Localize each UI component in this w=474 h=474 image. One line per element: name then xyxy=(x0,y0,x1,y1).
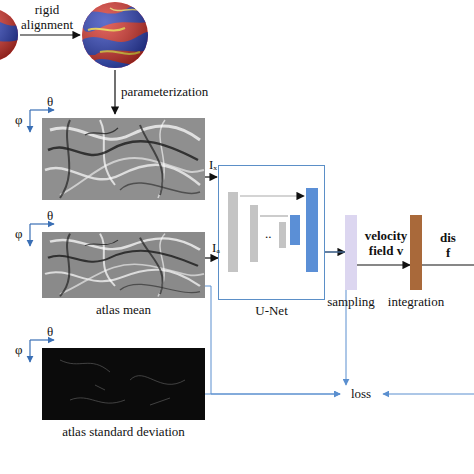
atlas-std-image-part xyxy=(42,348,205,420)
unet-layers-part xyxy=(279,222,286,248)
connector-arrow xyxy=(205,394,340,395)
subject-image-part xyxy=(45,120,204,198)
axes xyxy=(30,110,54,362)
sphere-partial-part xyxy=(0,5,20,65)
atlas-std-image xyxy=(42,348,205,420)
node-label: loss xyxy=(340,385,382,403)
arrow-label: rigid alignment xyxy=(8,2,86,32)
axis-label: φ xyxy=(15,226,23,241)
sphere-part-part xyxy=(80,0,150,70)
unet-layers-part xyxy=(306,188,318,272)
arrow-label: parameterization xyxy=(121,84,208,99)
sphere xyxy=(80,0,150,72)
sphere-partial xyxy=(0,5,20,65)
axes-part xyxy=(29,110,30,132)
node-label: sampling xyxy=(327,294,375,309)
axis-label: θ xyxy=(47,208,53,223)
image-panel: atlas standard deviation xyxy=(42,348,205,420)
subject-image-part-part xyxy=(45,120,204,198)
axis-label: θ xyxy=(47,324,53,339)
node-label: U-Net xyxy=(255,303,288,318)
atlas-std-image-part xyxy=(60,360,185,405)
connector-arrow xyxy=(205,257,218,258)
connector-arrow xyxy=(357,264,410,265)
axis-label: θ xyxy=(47,94,53,109)
node-label: atlas standard deviation xyxy=(62,424,185,439)
axes-part xyxy=(29,224,30,246)
atlas-mean-image-part xyxy=(42,232,205,298)
edge-label: Iₐ xyxy=(209,240,223,255)
input-symbol: Iₓ xyxy=(209,157,217,172)
sphere-part-part xyxy=(82,2,148,68)
subject-image-part xyxy=(42,118,205,200)
unet-layers-part xyxy=(250,205,258,262)
loss-input-line xyxy=(383,394,474,395)
unet-layers-part xyxy=(240,195,304,196)
atlas-mean-image-part xyxy=(45,234,204,297)
ellipsis: .. xyxy=(265,226,272,241)
sphere-part xyxy=(80,0,150,72)
node-label: integration xyxy=(388,294,444,309)
node-label: atlas mean xyxy=(96,302,151,317)
alignment-arrow xyxy=(20,34,80,35)
atlas-mean-image xyxy=(42,232,205,298)
axes-part xyxy=(30,109,54,110)
axes-part xyxy=(29,340,30,362)
connector-arrow xyxy=(205,286,340,394)
edge-label: velocity field v xyxy=(360,228,412,258)
truncated-label: dis xyxy=(440,230,456,245)
sphere-partial-part-part xyxy=(0,9,18,61)
axes-part xyxy=(30,339,54,340)
layer-bar: integration xyxy=(410,215,422,290)
unet-layers xyxy=(228,188,318,272)
connector-arrow xyxy=(325,252,346,385)
loss-term: loss xyxy=(340,385,382,403)
layer-bar: sampling xyxy=(345,215,357,290)
network-box: U-Net xyxy=(218,165,325,300)
subject-image xyxy=(42,118,205,200)
unet-layers-part xyxy=(260,215,288,216)
unet-layers-part xyxy=(290,215,300,245)
image-panel: atlas mean xyxy=(42,232,205,298)
axes-part xyxy=(30,223,54,224)
sphere-partial-part-part xyxy=(0,5,20,65)
output-arrow xyxy=(422,264,474,265)
unet-layers-part xyxy=(228,192,238,272)
parameterization-arrow xyxy=(114,70,115,114)
axis-label: φ xyxy=(15,112,23,127)
atlas-mean-image-part-part xyxy=(45,234,204,297)
input-arrow xyxy=(205,176,217,177)
axis-label: φ xyxy=(15,342,23,357)
truncated-label: f xyxy=(446,245,450,260)
